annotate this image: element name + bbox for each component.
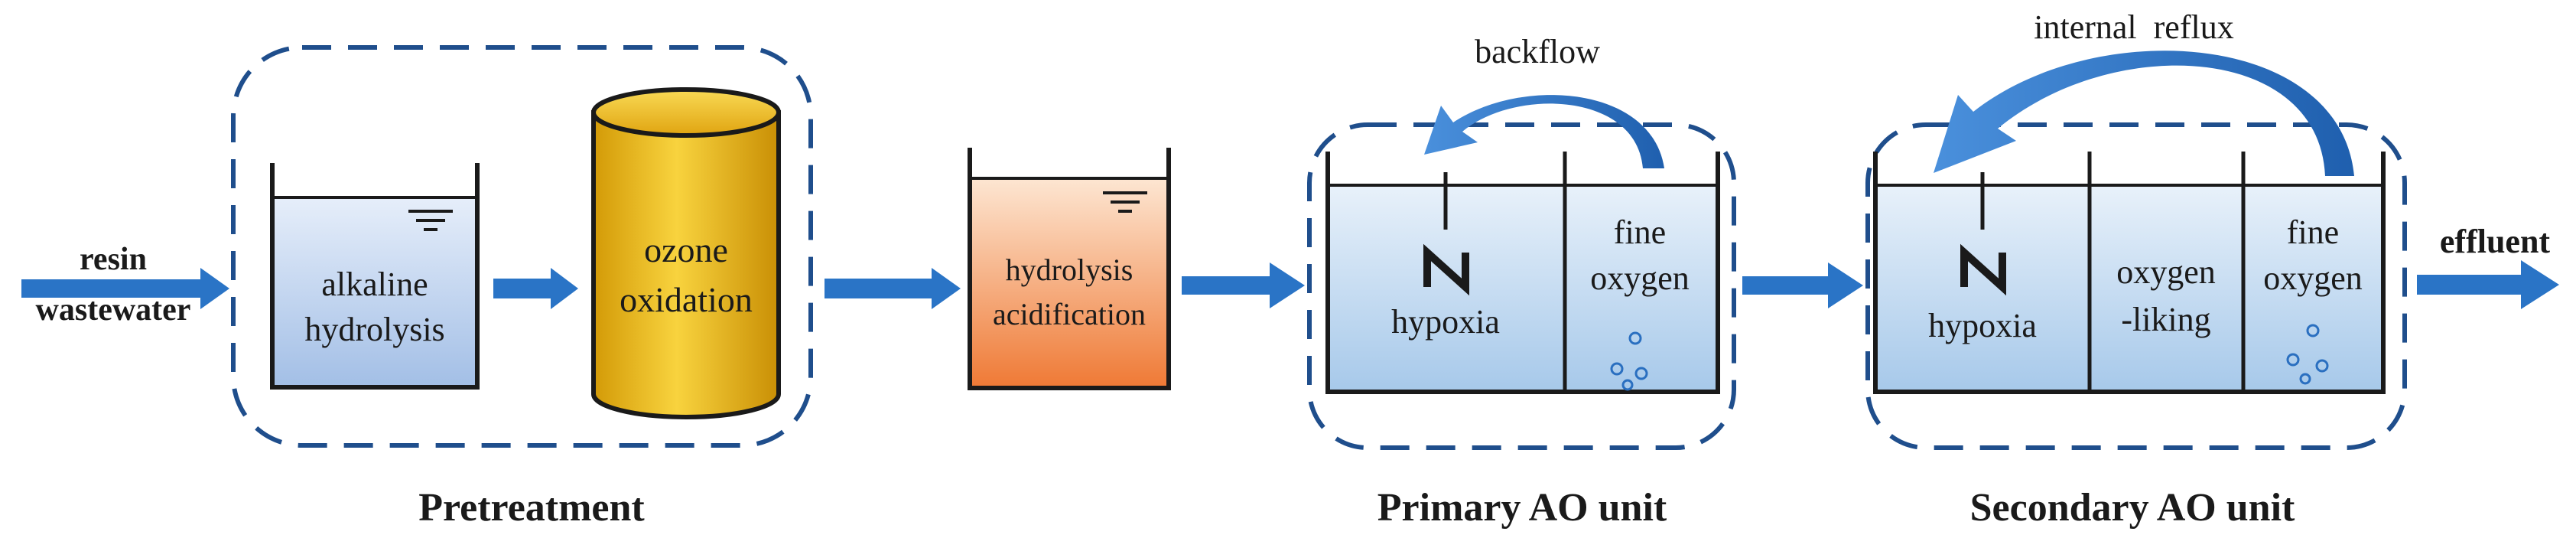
stirrer-icon <box>1423 172 1469 296</box>
primary-ao-boundary <box>1307 122 1736 450</box>
secondary-ao-boundary <box>1865 122 2407 450</box>
effluent-flow-arrow <box>2417 260 2559 309</box>
backflow-arrow <box>1424 95 1664 168</box>
stirrer-icon <box>1960 172 2006 296</box>
secondary-oxygen-liking-label-line2: -liking <box>2121 301 2210 338</box>
primary-fine-oxygen-label-line1: fine <box>1614 214 1666 251</box>
secondary-fine-oxygen-label-line1: fine <box>2287 214 2339 251</box>
secondary-oxygen-liking-label-line1: oxygen <box>2116 253 2216 291</box>
secondary-ao-tank: hypoxia oxygen -liking fine oxygen <box>1873 152 2386 394</box>
hydrolysis-tank-label-line1: hydrolysis <box>1006 253 1134 287</box>
secondary-ao-section-label: Secondary AO unit <box>1970 486 2295 530</box>
primary-ao-tank: hypoxia fine oxygen <box>1325 152 1720 394</box>
input-label-line1: resin <box>80 242 147 277</box>
water-level-icon <box>408 210 453 231</box>
input-label-line2: wastewater <box>36 292 191 328</box>
primary-ao-section-label: Primary AO unit <box>1377 486 1667 530</box>
pretreatment-section-label: Pretreatment <box>418 486 645 530</box>
secondary-hypoxia-label: hypoxia <box>1928 307 2037 344</box>
air-bubbles-icon <box>1610 331 1648 391</box>
water-level-icon <box>1103 191 1147 213</box>
secondary-fine-oxygen-label-line2: oxygen <box>2263 259 2363 297</box>
hydrolysis-to-primary-arrow <box>1182 262 1305 308</box>
ozone-oxidation-column: ozone oxidation <box>591 87 781 419</box>
input-label: resin wastewater <box>36 242 191 328</box>
alkaline-hydrolysis-tank: alkaline hydrolysis <box>270 163 480 390</box>
backflow-label: backflow <box>1475 33 1600 70</box>
pretreatment-to-hydrolysis-arrow <box>825 268 961 309</box>
effluent-label: effluent <box>2440 223 2551 260</box>
ozone-column-label-line2: oxidation <box>620 280 753 319</box>
primary-hypoxia-label: hypoxia <box>1391 303 1500 341</box>
hydrolysis-acidification-tank: hydrolysis acidification <box>968 148 1171 390</box>
internal-reflux-label: internal reflux <box>2034 8 2233 46</box>
alkaline-tank-label-line2: hydrolysis <box>304 311 444 348</box>
internal-reflux-arrow <box>1934 51 2354 176</box>
hydrolysis-tank-label-line2: acidification <box>993 297 1146 331</box>
input-flow-arrow <box>21 268 229 309</box>
air-bubbles-icon <box>2286 324 2329 385</box>
ozone-column-label-line1: ozone <box>644 230 728 269</box>
primary-fine-oxygen-label-line2: oxygen <box>1590 259 1690 297</box>
alkaline-tank-label-line1: alkaline <box>321 266 428 303</box>
primary-to-secondary-arrow <box>1742 262 1863 308</box>
pretreatment-internal-arrow <box>493 268 578 309</box>
